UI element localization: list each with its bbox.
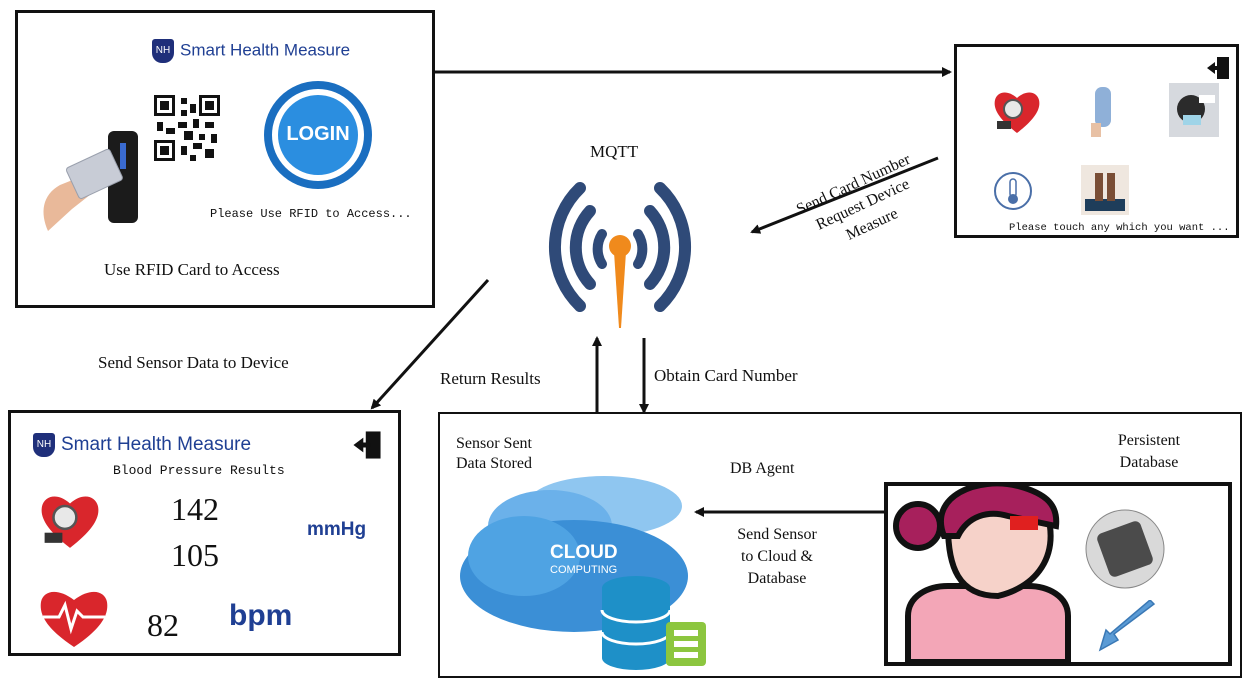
heart-rate-value: 82 xyxy=(147,607,179,643)
diastolic-value: 105 xyxy=(171,537,219,573)
arrow-mqtt-to-results xyxy=(370,278,490,410)
cloud-word: CLOUD xyxy=(550,542,618,563)
results-panel: NH Smart Health Measure Blood Pressure Re… xyxy=(8,410,401,656)
systolic-value: 142 xyxy=(171,491,219,527)
send-sensor-cloud-label: Send Sensor to Cloud & Database xyxy=(722,524,832,590)
exit-door-icon[interactable] xyxy=(351,429,383,461)
person-icon xyxy=(893,486,1071,662)
results-brand-text: Smart Health Measure xyxy=(61,434,252,456)
heart-rate-unit: bpm xyxy=(229,599,293,632)
edge-send-sensor-device-label: Send Sensor Data to Device xyxy=(98,353,289,372)
heart-pressure-icon xyxy=(41,496,99,548)
login-brand: NH Smart Health Measure xyxy=(152,39,350,63)
results-brand: NH Smart Health Measure xyxy=(33,433,251,457)
send-sensor-cloud-line2: to Cloud & xyxy=(740,548,813,565)
device-instruction: Please touch any which you want ... xyxy=(1009,222,1230,234)
persistent-db-label: Persistent Database xyxy=(1102,430,1196,474)
mqtt-label: MQTT xyxy=(590,142,639,161)
sensor-sent-label: Sensor Sent Data Stored xyxy=(456,434,532,474)
edge-obtain-card-label: Obtain Card Number xyxy=(654,366,798,385)
send-sensor-cloud-line3: Database xyxy=(747,570,807,587)
heart-pressure-icon[interactable] xyxy=(991,87,1043,135)
cloud-db-panel: Sensor Sent Data Stored DB Agent Persist… xyxy=(438,412,1242,678)
rfid-reader-icon xyxy=(43,131,138,231)
exit-door-icon[interactable] xyxy=(1205,55,1231,81)
send-sensor-cloud-line1: Send Sensor xyxy=(737,526,817,543)
sensor-sent-line1: Sensor Sent xyxy=(456,435,532,452)
persistent-db-line2: Database xyxy=(1119,454,1179,471)
arrow-db-to-cloud xyxy=(694,507,888,517)
database-icon xyxy=(600,576,706,670)
cloud-computing-icon xyxy=(460,476,688,632)
device-select-panel: Please touch any which you want ... xyxy=(954,44,1239,238)
login-icon[interactable] xyxy=(262,79,374,191)
thermometer-icon[interactable] xyxy=(993,171,1033,211)
login-label[interactable]: LOGIN xyxy=(286,123,350,145)
thermometer-face-icon[interactable] xyxy=(1169,83,1219,137)
sensor-cuff-icon[interactable] xyxy=(1081,83,1123,139)
mqtt-antenna-icon xyxy=(548,182,692,328)
persistent-db-line1: Persistent xyxy=(1117,432,1181,449)
login-brand-text: Smart Health Measure xyxy=(180,40,351,60)
persistent-db-image xyxy=(884,482,1232,666)
bp-cuff-photo xyxy=(1085,509,1165,589)
pressure-unit: mmHg xyxy=(307,519,367,540)
login-instruction: Please Use RFID to Access... xyxy=(210,207,412,221)
sensor-sent-line2: Data Stored xyxy=(456,455,532,472)
results-subtitle: Blood Pressure Results xyxy=(113,463,285,478)
edge-return-results-label: Return Results xyxy=(440,369,541,388)
arrow-pointer-icon xyxy=(1098,600,1156,652)
login-caption: Use RFID Card to Access xyxy=(104,260,280,279)
computing-word: COMPUTING xyxy=(550,564,618,576)
brand-logo-icon: NH xyxy=(152,39,174,63)
arrow-device-to-mqtt xyxy=(750,156,939,234)
db-agent-label: DB Agent xyxy=(730,460,795,477)
brand-logo-icon: NH xyxy=(33,433,55,457)
weight-scale-icon[interactable] xyxy=(1081,165,1129,215)
login-panel: NH Smart Health Measure LOGIN Please Use … xyxy=(15,10,435,308)
qr-code-icon xyxy=(154,95,220,161)
heart-rate-icon xyxy=(40,591,108,647)
